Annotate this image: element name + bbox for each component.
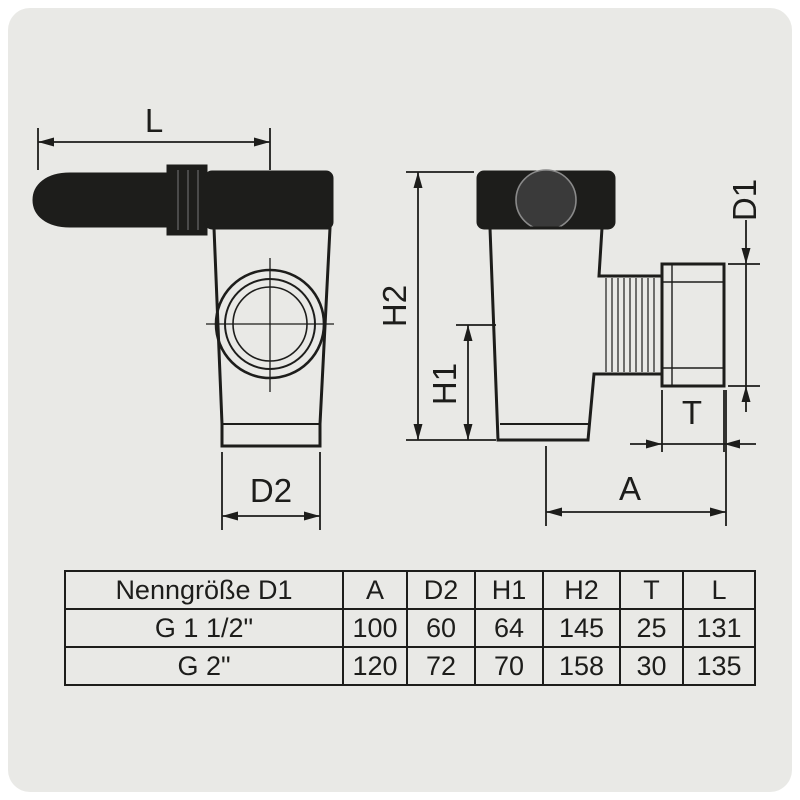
table-header-cell: A xyxy=(342,570,408,610)
table-row: G 1 1/2" 100 60 64 145 25 131 xyxy=(64,608,756,648)
valve-bonnet-cap xyxy=(204,170,334,230)
dimension-A: A xyxy=(545,390,727,526)
dimension-label-H1: H1 xyxy=(426,363,463,405)
handle-pivot-boss xyxy=(515,169,577,231)
dimension-table: Nenngröße D1 A D2 H1 H2 T L G 1 1/2" 100… xyxy=(64,570,756,686)
table-cell: 25 xyxy=(619,608,684,648)
dimension-label-H2: H2 xyxy=(376,285,413,327)
table-header-cell: D2 xyxy=(406,570,476,610)
outlet-thread-lines xyxy=(605,278,655,372)
table-cell: 72 xyxy=(406,646,476,686)
table-cell: 100 xyxy=(342,608,408,648)
valve-front-view xyxy=(476,169,726,442)
table-header-cell: H2 xyxy=(542,570,621,610)
table-header-cell: L xyxy=(682,570,756,610)
dimension-label-A: A xyxy=(619,470,641,507)
table-cell: G 1 1/2" xyxy=(64,608,344,648)
dimension-H2: H2 xyxy=(376,171,496,441)
dimension-H1: H1 xyxy=(426,324,496,440)
dimension-label-D2: D2 xyxy=(250,472,292,509)
dimension-D1: D1 xyxy=(726,179,763,412)
table-header-row: Nenngröße D1 A D2 H1 H2 T L xyxy=(64,570,756,610)
table-cell: 145 xyxy=(542,608,621,648)
dimension-label-T: T xyxy=(682,394,702,431)
table-row: G 2" 120 72 70 158 30 135 xyxy=(64,646,756,686)
handle-lever xyxy=(32,172,170,228)
table-cell: 64 xyxy=(474,608,544,648)
table-cell: 60 xyxy=(406,608,476,648)
table-cell: G 2" xyxy=(64,646,344,686)
table-header-cell: Nenngröße D1 xyxy=(64,570,344,610)
valve-technical-drawing: L D2 xyxy=(32,102,763,530)
dimension-L: L xyxy=(37,102,271,170)
dimension-label-L: L xyxy=(145,102,163,139)
valve-side-view xyxy=(32,164,334,448)
table-cell: 120 xyxy=(342,646,408,686)
table-cell: 131 xyxy=(682,608,756,648)
table-cell: 135 xyxy=(682,646,756,686)
dimension-D2: D2 xyxy=(221,452,321,530)
table-header-cell: T xyxy=(619,570,684,610)
table-cell: 158 xyxy=(542,646,621,686)
table-header-cell: H1 xyxy=(474,570,544,610)
dimension-T: T xyxy=(630,390,756,452)
table-cell: 70 xyxy=(474,646,544,686)
dimension-label-D1: D1 xyxy=(726,179,763,221)
table-cell: 30 xyxy=(619,646,684,686)
